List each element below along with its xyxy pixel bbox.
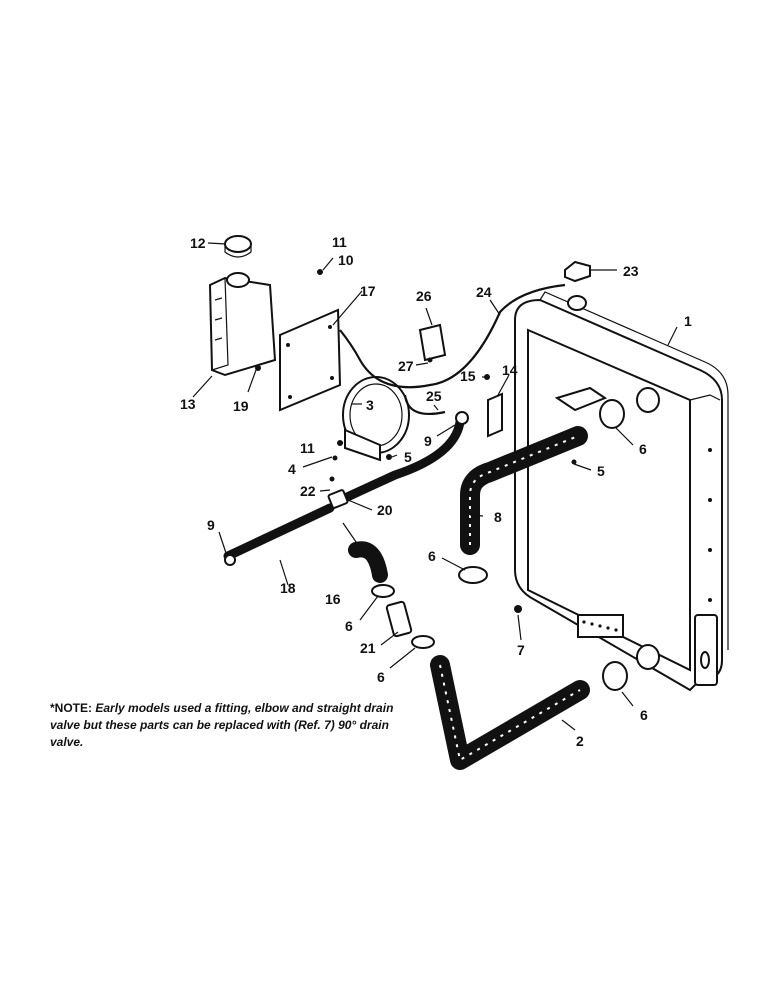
callout-22: 22	[300, 483, 316, 499]
elbow	[348, 541, 388, 583]
callout-8: 8	[494, 509, 502, 525]
shroud-ring	[342, 376, 410, 462]
callout-11a: 11	[332, 234, 347, 250]
callout-26: 26	[416, 288, 432, 304]
leader-lines	[192, 242, 678, 731]
callout-10: 10	[338, 252, 354, 268]
callout-1: 1	[684, 313, 692, 329]
note-text: Early models used a fitting, elbow and s…	[50, 701, 394, 749]
callout-6b: 6	[640, 707, 648, 723]
fitting-21	[385, 600, 413, 638]
clamps	[371, 399, 628, 691]
callout-5a: 5	[404, 449, 412, 465]
callouts: 1 2 3 4 5 5 6 6 6 6 6 7 8 9 9 10 11 11 1…	[180, 234, 692, 749]
callout-2: 2	[576, 733, 584, 749]
callout-16: 16	[325, 591, 341, 607]
callout-20: 20	[377, 502, 393, 518]
bracket-14	[487, 392, 503, 438]
overflow-tank	[208, 272, 277, 377]
callout-21: 21	[360, 640, 376, 656]
callout-6c: 6	[428, 548, 436, 564]
callout-5b: 5	[597, 463, 605, 479]
callout-15: 15	[460, 368, 476, 384]
lower-hose	[430, 655, 590, 770]
callout-4: 4	[288, 461, 296, 477]
note-heading: *NOTE:	[50, 701, 92, 715]
callout-24: 24	[476, 284, 492, 300]
callout-27: 27	[398, 358, 414, 374]
callout-3: 3	[366, 397, 374, 413]
callout-14: 14	[502, 362, 518, 378]
tank-cap	[224, 235, 252, 258]
callout-18: 18	[280, 580, 296, 596]
callout-19: 19	[233, 398, 249, 414]
mounting-plate	[279, 308, 342, 412]
callout-17: 17	[360, 283, 376, 299]
callout-11b: 11	[300, 440, 315, 456]
radiator	[514, 291, 729, 692]
overflow-hose-upper	[340, 417, 465, 503]
fitting-20	[327, 489, 349, 509]
callout-6d: 6	[345, 618, 353, 634]
bracket	[418, 323, 447, 362]
wire-24	[339, 283, 566, 389]
callout-13: 13	[180, 396, 196, 412]
callout-9b: 9	[207, 517, 215, 533]
wire-25	[403, 394, 446, 416]
callout-12: 12	[190, 235, 206, 251]
callout-7: 7	[517, 642, 525, 658]
overflow-hose	[223, 503, 335, 561]
callout-23: 23	[623, 263, 639, 279]
callout-9a: 9	[424, 433, 432, 449]
callout-6e: 6	[377, 669, 385, 685]
callout-6a: 6	[639, 441, 647, 457]
note: *NOTE: Early models used a fitting, elbo…	[50, 700, 410, 751]
radiator-cap	[564, 260, 591, 283]
callout-25: 25	[426, 388, 442, 404]
